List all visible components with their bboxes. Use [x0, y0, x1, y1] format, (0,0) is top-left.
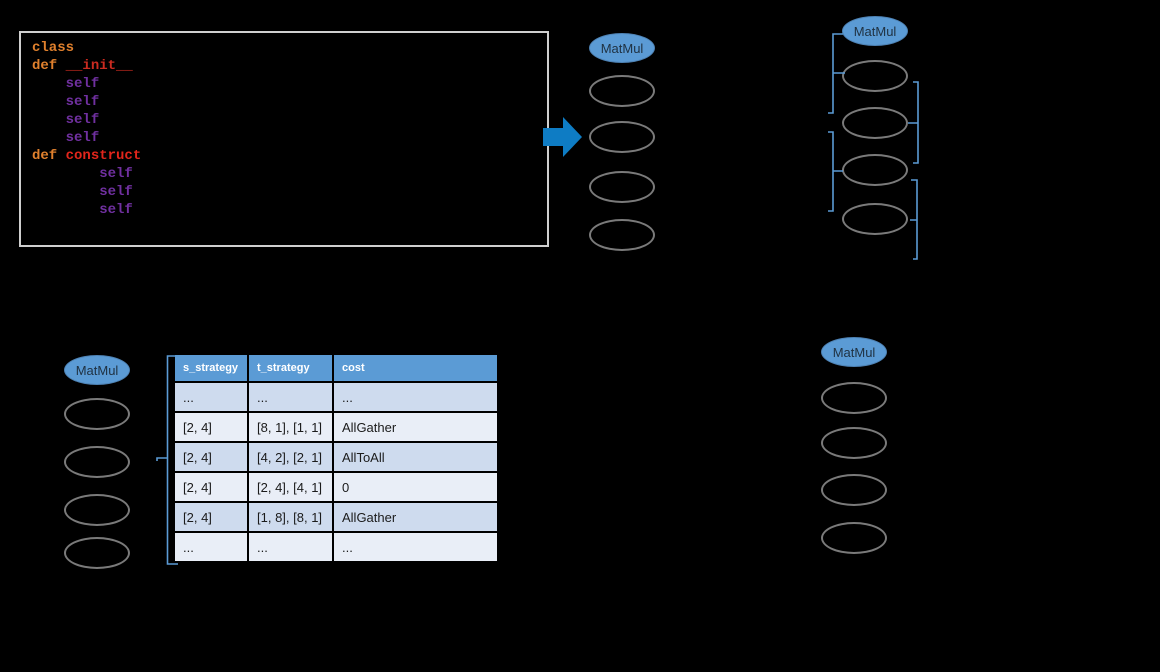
- code-token: __init__: [65, 58, 133, 74]
- op-node: [842, 107, 908, 139]
- table-cell: [2, 4]: [175, 443, 247, 471]
- table-cell: [2, 4]: [175, 503, 247, 531]
- code-token: [32, 76, 66, 92]
- op-node: [64, 537, 130, 569]
- table-header-cell: t_strategy: [249, 355, 332, 381]
- table-cell: [2, 4], [4, 1]: [249, 473, 332, 501]
- table-cell: [4, 2], [2, 1]: [249, 443, 332, 471]
- code-line: def __init__: [32, 57, 547, 75]
- code-token: [32, 112, 66, 128]
- table-cell: AllGather: [334, 413, 497, 441]
- code-token: class: [32, 40, 75, 56]
- op-node: [821, 474, 887, 506]
- matmul-node: MatMul: [842, 16, 908, 46]
- code-token: [32, 184, 99, 200]
- code-token: def: [32, 148, 66, 164]
- table-cell: [2, 4]: [175, 413, 247, 441]
- code-token: self: [65, 76, 100, 92]
- op-node: [842, 60, 908, 92]
- op-node: [842, 154, 908, 186]
- code-token: self: [99, 166, 133, 182]
- code-line: self: [32, 129, 547, 147]
- code-line: self: [32, 111, 547, 129]
- code-token: def: [32, 58, 66, 74]
- table-cell: AllGather: [334, 503, 497, 531]
- op-node: [821, 522, 887, 554]
- op-node: [64, 398, 130, 430]
- op-node: [589, 75, 655, 107]
- op-node: [589, 219, 655, 251]
- table-cell: [8, 1], [1, 1]: [249, 413, 332, 441]
- op-node: [821, 382, 887, 414]
- table-cell: ...: [334, 533, 497, 561]
- op-node: [64, 494, 130, 526]
- op-node: [842, 203, 908, 235]
- table-cell: ...: [175, 383, 247, 411]
- table-header-cell: s_strategy: [175, 355, 247, 381]
- grouping-bracket: [828, 131, 843, 212]
- table-cell: [2, 4]: [175, 473, 247, 501]
- code-line: self: [32, 201, 547, 219]
- table-header-cell: cost: [334, 355, 497, 381]
- table-cell: AllToAll: [334, 443, 497, 471]
- code-token: self: [99, 184, 133, 200]
- matmul-node: MatMul: [64, 355, 130, 385]
- code-token: construct: [65, 148, 142, 164]
- code-line: self: [32, 165, 547, 183]
- code-token: [32, 94, 66, 110]
- table-cell: 0: [334, 473, 497, 501]
- code-token: [32, 202, 99, 218]
- table-cell: [1, 8], [8, 1]: [249, 503, 332, 531]
- code-token: [32, 130, 66, 146]
- grouping-bracket: [908, 81, 919, 164]
- table-cell: ...: [249, 533, 332, 561]
- code-token: self: [65, 112, 100, 128]
- op-node: [64, 446, 130, 478]
- matmul-node: MatMul: [821, 337, 887, 367]
- code-line: def construct: [32, 147, 547, 165]
- table-cell: ...: [334, 383, 497, 411]
- grouping-bracket: [910, 179, 918, 260]
- code-token: self: [99, 202, 133, 218]
- code-line: class: [32, 39, 547, 57]
- code-token: self: [65, 130, 100, 146]
- code-line: self: [32, 93, 547, 111]
- code-line: self: [32, 183, 547, 201]
- table-cell: ...: [175, 533, 247, 561]
- code-line: self: [32, 75, 547, 93]
- table-cell: ...: [249, 383, 332, 411]
- code-token: self: [65, 94, 100, 110]
- op-node: [589, 121, 655, 153]
- op-node: [821, 427, 887, 459]
- matmul-node: MatMul: [589, 33, 655, 63]
- op-node: [589, 171, 655, 203]
- code-token: [32, 166, 99, 182]
